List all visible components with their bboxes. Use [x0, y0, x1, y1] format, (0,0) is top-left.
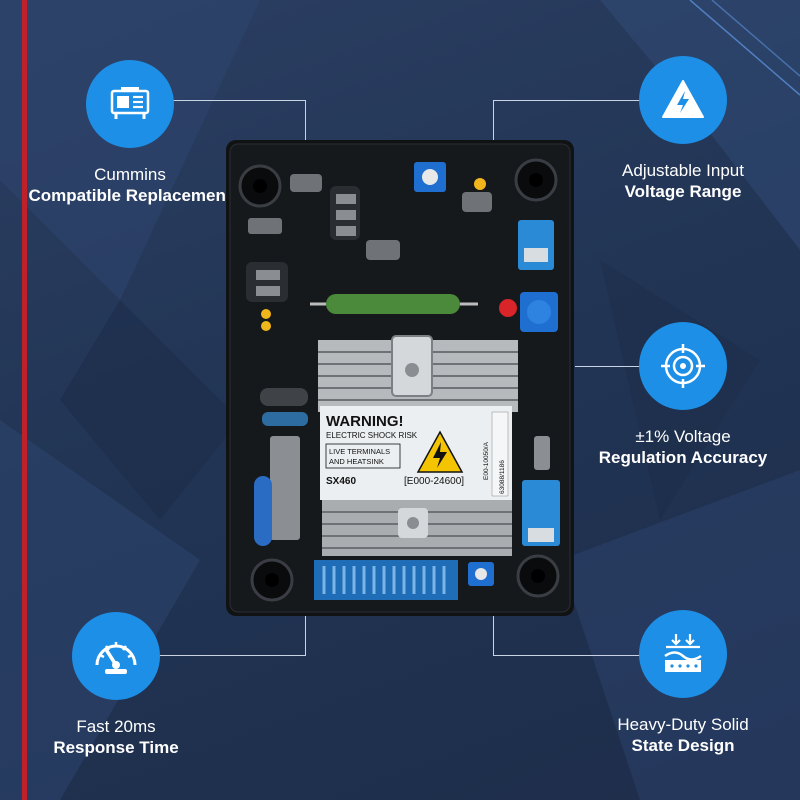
- component: [290, 174, 322, 192]
- component: [256, 286, 280, 296]
- feature-adjustable-input: Adjustable Input Voltage Range: [573, 56, 793, 202]
- high-voltage-warning-icon: [416, 430, 464, 473]
- component: [256, 270, 280, 280]
- capacitor: [260, 388, 308, 406]
- component: [474, 178, 486, 190]
- feature-line1: Cummins: [94, 165, 166, 184]
- part-number: [E000-24600]: [404, 476, 464, 487]
- component: [336, 210, 356, 220]
- connector-line: [493, 100, 640, 143]
- solid-state-icon: [639, 610, 727, 698]
- component: [336, 226, 356, 236]
- component: [261, 309, 271, 319]
- warning-subtitle: ELECTRIC SHOCK RISK: [326, 431, 418, 440]
- connector-line: [160, 612, 306, 656]
- feature-line2: Response Time: [53, 738, 179, 757]
- connector-line: [160, 100, 306, 151]
- barcode-strip: [491, 411, 509, 497]
- mounting-hole: [238, 164, 282, 208]
- capacitor: [254, 476, 272, 546]
- side-code-2: 63088/1186: [499, 460, 506, 494]
- side-code-1: E00-10050/A: [483, 441, 490, 480]
- feature-solid-state: Heavy-Duty Solid State Design: [573, 610, 793, 756]
- feature-compatibility: Cummins Compatible Replacement: [20, 60, 240, 206]
- feature-regulation-accuracy: ±1% Voltage Regulation Accuracy: [573, 322, 793, 468]
- mounting-hole: [514, 158, 558, 202]
- warning-box-line2: AND HEATSINK: [329, 457, 384, 466]
- feature-line2: Compatible Replacement: [28, 186, 232, 205]
- generator-icon: [86, 60, 174, 148]
- component: [248, 218, 282, 234]
- led: [499, 299, 517, 317]
- model-number: SX460: [326, 476, 356, 487]
- mounting-hole: [250, 558, 294, 602]
- terminal-block: [518, 220, 554, 270]
- feature-line2: Voltage Range: [624, 182, 742, 201]
- feature-line1: Adjustable Input: [622, 161, 744, 180]
- speedometer-icon: [72, 612, 160, 700]
- avr-board-image: WARNING! ELECTRIC SHOCK RISK LIVE TERMIN…: [226, 140, 574, 616]
- red-accent-stripe: [22, 0, 27, 800]
- connector-line: [575, 366, 640, 367]
- component: [462, 192, 492, 212]
- component: [366, 240, 400, 260]
- component: [336, 194, 356, 204]
- capacitor: [262, 412, 308, 426]
- component: [534, 436, 550, 470]
- feature-line1: Fast 20ms: [76, 717, 156, 736]
- resistor: [326, 294, 460, 314]
- edge-connector: [314, 560, 458, 600]
- feature-line2: Regulation Accuracy: [598, 448, 768, 467]
- connector-line: [493, 612, 640, 656]
- warning-label: WARNING! ELECTRIC SHOCK RISK LIVE TERMIN…: [320, 406, 512, 500]
- feature-line1: Heavy-Duty Solid: [617, 715, 749, 734]
- voltage-warning-icon: [639, 56, 727, 144]
- feature-line2: State Design: [631, 736, 735, 755]
- warning-title: WARNING!: [326, 413, 404, 430]
- target-icon: [639, 322, 727, 410]
- warning-box-line1: LIVE TERMINALS: [329, 447, 390, 456]
- feature-response-time: Fast 20ms Response Time: [6, 612, 226, 758]
- feature-line1: ±1% Voltage: [635, 427, 731, 446]
- mounting-hole: [516, 554, 560, 598]
- capacitor: [270, 436, 300, 540]
- component: [261, 321, 271, 331]
